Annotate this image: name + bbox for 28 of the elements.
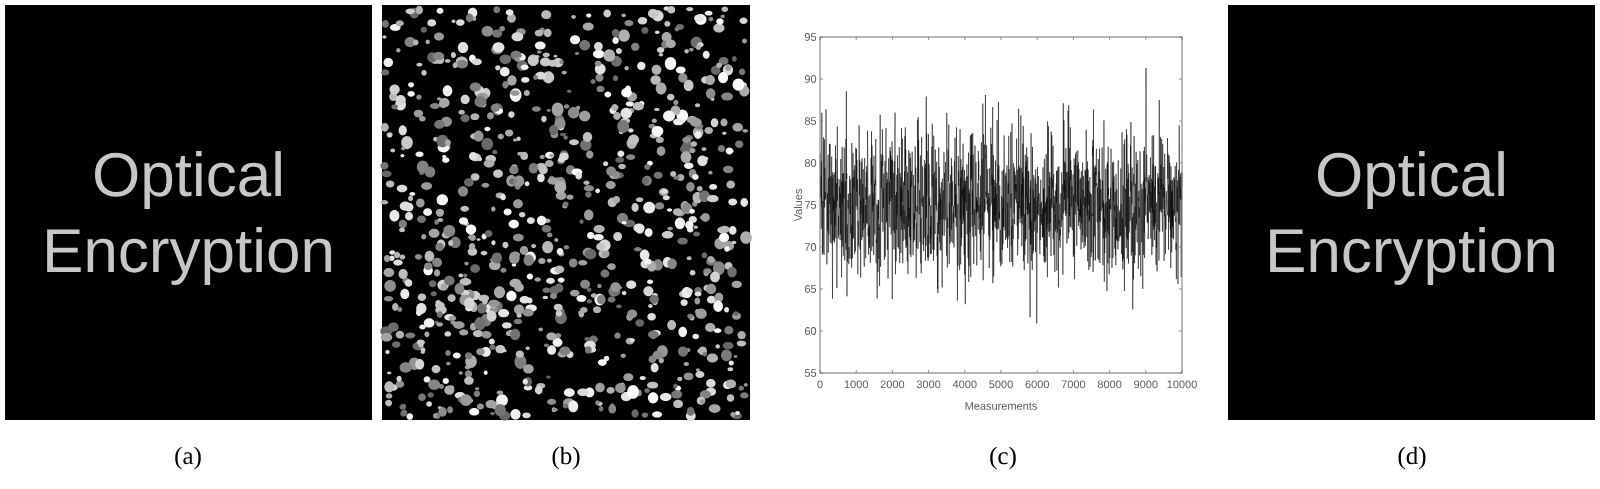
axis-label: Measurements bbox=[965, 402, 1037, 410]
tick-label: 60 bbox=[804, 327, 817, 335]
tick-label: 85 bbox=[804, 117, 817, 125]
tick-label: 70 bbox=[804, 243, 817, 251]
tick-label: 8000 bbox=[1097, 380, 1122, 389]
panel-caption: (d) bbox=[1398, 446, 1426, 470]
tick-label: 80 bbox=[804, 159, 817, 167]
tick-label: 4000 bbox=[952, 380, 977, 389]
tick-label: 1000 bbox=[844, 380, 868, 389]
tick-label: 65 bbox=[804, 285, 817, 293]
panel-caption: (b) bbox=[552, 446, 580, 470]
tick-label: 10000 bbox=[1167, 380, 1197, 389]
tick-label: 75 bbox=[804, 201, 817, 209]
tick-label: 7000 bbox=[1061, 380, 1086, 389]
tick-label: 55 bbox=[804, 369, 817, 377]
tick-label: 5000 bbox=[989, 380, 1013, 389]
tick-label: 9000 bbox=[1134, 380, 1158, 389]
image-text: Optical Encryption bbox=[47, 151, 331, 285]
panel-caption: (a) bbox=[175, 446, 201, 470]
tick-label: 90 bbox=[804, 75, 817, 83]
tick-label: 6000 bbox=[1025, 380, 1049, 389]
panel-caption: (c) bbox=[990, 446, 1016, 470]
axis-label: Values bbox=[794, 189, 803, 222]
tick-label: 0 bbox=[817, 380, 823, 389]
tick-label: 3000 bbox=[916, 380, 941, 389]
image-text: Optical Encryption bbox=[1270, 151, 1554, 285]
tick-label: 2000 bbox=[880, 380, 905, 389]
tick-label: 95 bbox=[804, 33, 817, 41]
